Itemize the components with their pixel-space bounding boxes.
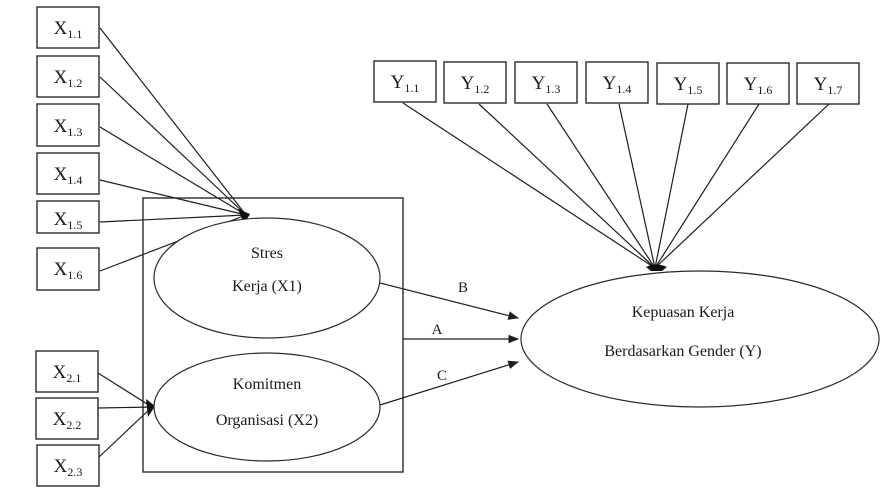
construct-y-line1: Kepuasan Kerja bbox=[632, 304, 735, 321]
path-c-label: C bbox=[437, 368, 447, 384]
indicator-x1-1: X1.1 bbox=[36, 6, 100, 49]
edge-x2-1 bbox=[97, 372, 153, 408]
construct-y: Kepuasan Kerja Berdasarkan Gender (Y) bbox=[520, 270, 880, 408]
construct-y-ellipse bbox=[520, 270, 880, 408]
svg-text:Y1.4: Y1.4 bbox=[603, 73, 632, 96]
indicator-x1-6: X1.6 bbox=[36, 247, 100, 291]
edge-x1-3 bbox=[99, 126, 247, 216]
indicator-y-5: Y1.5 bbox=[656, 62, 720, 105]
svg-text:X2.2: X2.2 bbox=[53, 409, 82, 432]
x1-convergence-arrowhead bbox=[238, 209, 250, 224]
construct-x1-line1: Stres bbox=[251, 245, 283, 262]
edge-x2-2 bbox=[97, 406, 153, 409]
edge-y-1 bbox=[402, 102, 656, 269]
svg-text:X1.2: X1.2 bbox=[54, 67, 83, 90]
svg-text:Y1.5: Y1.5 bbox=[674, 74, 703, 97]
indicator-x2-3: X2.3 bbox=[36, 444, 100, 487]
edge-y-5 bbox=[654, 103, 689, 269]
construct-x1: Stres Kerja (X1) bbox=[153, 217, 381, 339]
svg-text:X1.5: X1.5 bbox=[54, 209, 83, 232]
indicator-x1-5: X1.5 bbox=[36, 200, 100, 234]
edge-y-2 bbox=[478, 103, 656, 269]
edge-y-6 bbox=[654, 103, 760, 269]
y-indicators: Y1.1 Y1.2 Y1.3 Y1.4 Y1.5 Y1.6 Y1.7 bbox=[373, 60, 860, 105]
x1-indicators: X1.1 X1.2 X1.3 X1.4 X1.5 X1.6 bbox=[36, 6, 100, 291]
construct-x1-ellipse bbox=[153, 217, 381, 339]
indicator-x2-1: X2.1 bbox=[35, 350, 99, 393]
x2-indicator-edges bbox=[97, 372, 155, 459]
svg-text:X1.1: X1.1 bbox=[54, 18, 83, 41]
y-indicator-edges bbox=[402, 102, 830, 271]
indicator-x1-4: X1.4 bbox=[36, 152, 100, 195]
edge-y-4 bbox=[618, 103, 656, 269]
edge-x1-5 bbox=[99, 214, 247, 223]
path-b-arrow bbox=[379, 282, 520, 320]
construct-x2-line1: Komitmen bbox=[233, 376, 301, 393]
svg-text:X2.3: X2.3 bbox=[54, 456, 83, 479]
indicator-x1-2: X1.2 bbox=[36, 55, 100, 98]
path-b-label: B bbox=[458, 280, 468, 296]
svg-text:Y1.7: Y1.7 bbox=[814, 74, 843, 97]
y-convergence-arrowhead bbox=[646, 264, 667, 271]
indicator-y-1: Y1.1 bbox=[373, 60, 437, 103]
indicator-y-3: Y1.3 bbox=[514, 61, 578, 104]
construct-x1-line2: Kerja (X1) bbox=[232, 278, 302, 295]
indicator-y-2: Y1.2 bbox=[443, 61, 507, 104]
indicator-y-4: Y1.4 bbox=[585, 61, 649, 104]
svg-text:Y1.1: Y1.1 bbox=[391, 72, 420, 95]
svg-text:X1.4: X1.4 bbox=[54, 164, 83, 187]
indicator-y-6: Y1.6 bbox=[726, 62, 790, 105]
svg-text:X1.3: X1.3 bbox=[54, 116, 83, 139]
construct-x2-ellipse bbox=[153, 352, 381, 462]
edge-y-3 bbox=[546, 103, 656, 269]
indicator-x2-2: X2.2 bbox=[35, 397, 99, 440]
indicator-y-7: Y1.7 bbox=[796, 62, 860, 105]
svg-text:Y1.3: Y1.3 bbox=[532, 73, 561, 96]
svg-text:X2.1: X2.1 bbox=[53, 362, 82, 385]
svg-text:Y1.2: Y1.2 bbox=[461, 73, 490, 96]
edge-x1-2 bbox=[99, 76, 247, 216]
path-c-arrow bbox=[379, 360, 520, 406]
construct-x2: Komitmen Organisasi (X2) bbox=[153, 352, 381, 462]
edge-x1-1 bbox=[99, 27, 247, 216]
svg-text:Y1.6: Y1.6 bbox=[744, 74, 773, 97]
edge-x2-3 bbox=[97, 406, 153, 459]
structural-paths: B A C bbox=[379, 280, 520, 406]
exogenous-group-box bbox=[142, 197, 404, 473]
svg-text:X1.6: X1.6 bbox=[54, 259, 83, 282]
x2-indicators: X2.1 X2.2 X2.3 bbox=[35, 350, 100, 487]
indicator-x1-3: X1.3 bbox=[36, 103, 100, 147]
edge-y-7 bbox=[654, 103, 830, 269]
construct-x2-line2: Organisasi (X2) bbox=[216, 412, 318, 429]
construct-y-line2: Berdasarkan Gender (Y) bbox=[604, 343, 761, 360]
x2-convergence-arrowhead bbox=[146, 399, 155, 417]
x1-indicator-edges bbox=[99, 27, 250, 272]
path-a-label: A bbox=[432, 322, 443, 338]
